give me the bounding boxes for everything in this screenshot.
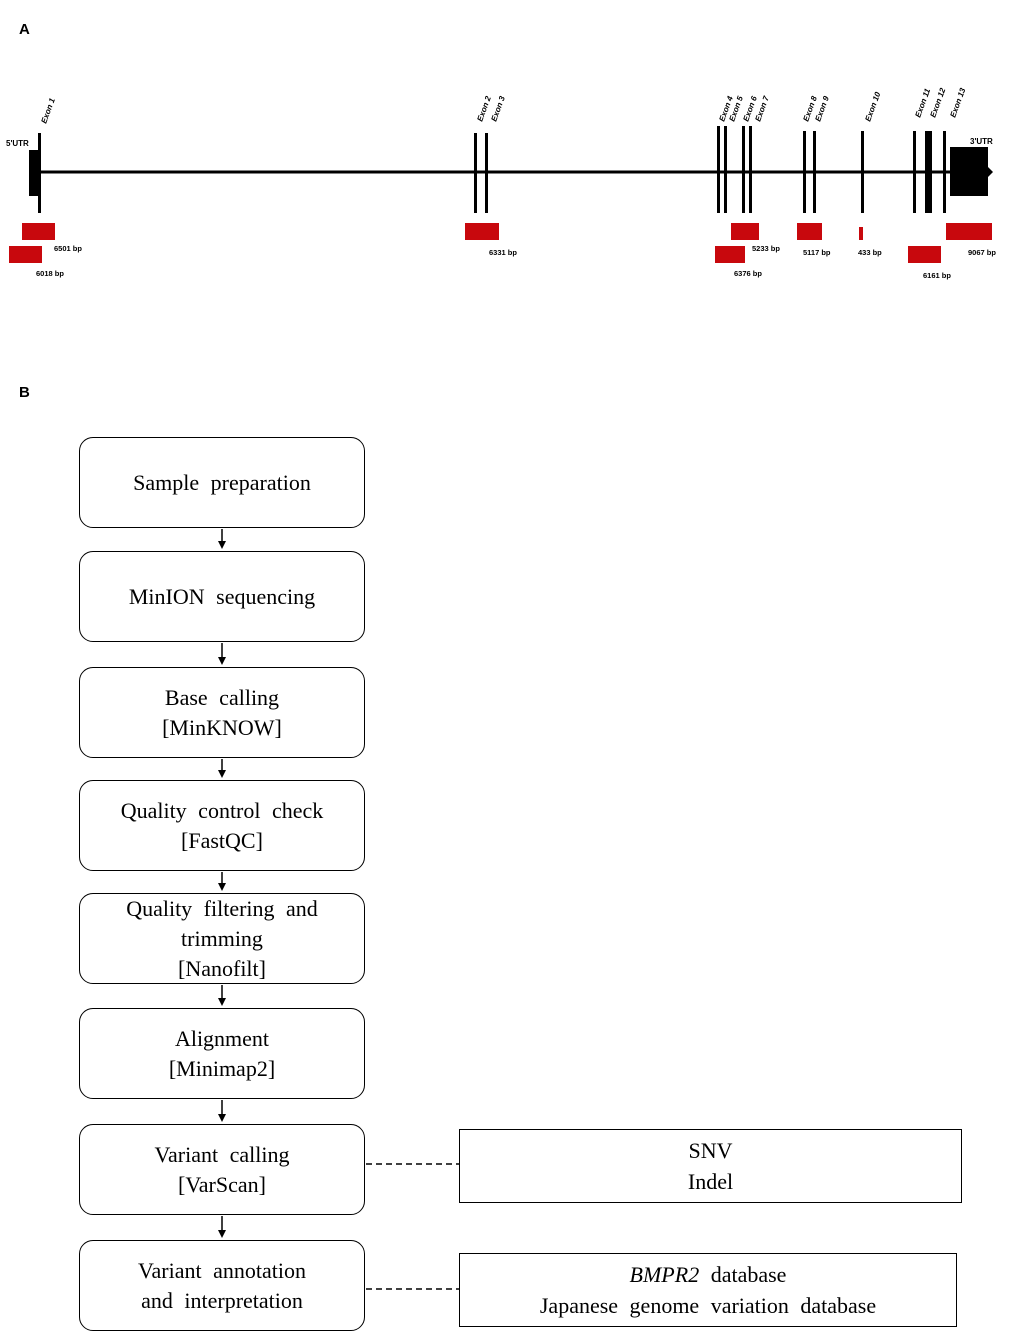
variant-types-box: SNV Indel <box>459 1129 962 1203</box>
utr3-block <box>950 147 988 196</box>
variant-type-indel: Indel <box>687 1169 734 1194</box>
amplicon-8-bar <box>908 246 941 263</box>
step-label: MinION sequencing <box>128 583 316 609</box>
step-label: Variant calling <box>154 1141 290 1167</box>
amplicon-1-size: 6501 bp <box>54 244 82 253</box>
exon-9-bar <box>813 131 816 213</box>
step-label: Sample preparation <box>133 469 311 495</box>
database-bmpr2: BMPR2 database <box>630 1259 787 1290</box>
step-label-cont: trimming <box>181 925 263 951</box>
database-japanese-genome: Japanese genome variation database <box>539 1293 877 1318</box>
step-label: Base calling <box>164 684 280 710</box>
exon-6-bar <box>742 126 745 213</box>
amplicon-3-size: 6331 bp <box>489 248 517 257</box>
step-label-cont: and interpretation <box>141 1287 303 1313</box>
amplicon-2-bar <box>9 246 42 263</box>
step-quality-control: Quality control check [FastQC] <box>79 780 365 871</box>
amplicon-9-bar <box>946 223 992 240</box>
step-label: Quality control check <box>120 797 324 823</box>
step-tool: [VarScan] <box>178 1171 266 1197</box>
utr3-label: 3'UTR <box>970 137 993 146</box>
amplicon-7-size: 433 bp <box>858 248 882 257</box>
step-label: Variant annotation <box>138 1257 306 1283</box>
exon-8-bar <box>803 131 806 213</box>
amplicon-2-size: 6018 bp <box>36 269 64 278</box>
exon-7-bar <box>749 126 752 213</box>
step-quality-filtering: Quality filtering and trimming [Nanofilt… <box>79 893 365 984</box>
exon-4-bar <box>717 126 720 213</box>
exon-10-label: Exon 10 <box>863 90 882 122</box>
gene-name: BMPR2 <box>629 1262 700 1287</box>
step-tool: [Nanofilt] <box>178 955 266 981</box>
step-base-calling: Base calling [MinKNOW] <box>79 667 365 758</box>
exon-2-bar <box>474 133 477 213</box>
exon-5-bar <box>724 126 727 213</box>
amplicon-4-bar <box>731 223 759 240</box>
exon-12-bar <box>925 131 932 213</box>
panel-b-label: B <box>19 384 30 401</box>
database-word: database <box>699 1262 787 1287</box>
amplicon-6-size: 5117 bp <box>803 248 831 257</box>
panel-a-label: A <box>19 21 30 38</box>
step-tool: [FastQC] <box>181 827 263 853</box>
exon-11-bar <box>913 131 916 213</box>
step-tool: [Minimap2] <box>168 1055 276 1081</box>
amplicon-1-bar <box>22 223 55 240</box>
amplicon-9-size: 9067 bp <box>968 248 996 257</box>
amplicon-6-bar <box>797 223 822 240</box>
exon-1-label: Exon 1 <box>39 96 57 124</box>
amplicon-5-bar <box>715 246 745 263</box>
exon-13-bar <box>943 131 946 213</box>
exon-1-bar <box>38 133 41 213</box>
exon-10-bar <box>861 131 864 213</box>
amplicon-7-bar <box>859 227 863 240</box>
utr5-block <box>29 150 38 196</box>
utr3-arrow <box>988 167 993 177</box>
annotation-databases-box: BMPR2 database Japanese genome variation… <box>459 1253 957 1327</box>
step-tool: [MinKNOW] <box>162 714 282 740</box>
amplicon-5-size: 6376 bp <box>734 269 762 278</box>
exon-13-label: Exon 13 <box>948 86 967 118</box>
amplicon-4-size: 5233 bp <box>752 244 780 253</box>
step-alignment: Alignment [Minimap2] <box>79 1008 365 1099</box>
exon-3-bar <box>485 133 488 213</box>
step-sample-preparation: Sample preparation <box>79 437 365 528</box>
step-label: Alignment <box>174 1025 270 1051</box>
utr5-label: 5'UTR <box>6 139 29 148</box>
amplicon-3-bar <box>465 223 499 240</box>
step-variant-annotation: Variant annotation and interpretation <box>79 1240 365 1331</box>
step-label: Quality filtering and <box>126 895 318 921</box>
step-variant-calling: Variant calling [VarScan] <box>79 1124 365 1215</box>
variant-type-snv: SNV <box>688 1138 733 1163</box>
step-minion-sequencing: MinION sequencing <box>79 551 365 642</box>
amplicon-8-size: 6161 bp <box>923 271 951 280</box>
